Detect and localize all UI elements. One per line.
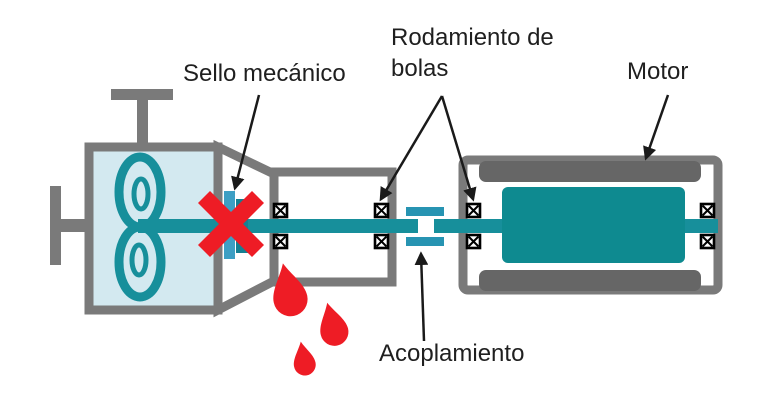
coupling xyxy=(406,207,444,246)
ball-bearing-icon xyxy=(699,233,716,250)
stator-bottom xyxy=(479,270,701,291)
rotor xyxy=(502,187,685,263)
leak-drop-icon xyxy=(313,299,352,349)
seal-arrow xyxy=(231,94,261,191)
motor-label: Motor xyxy=(627,58,689,85)
annotation-arrows xyxy=(231,94,670,342)
discharge-pipe xyxy=(111,89,173,148)
bearing-arrow-left xyxy=(379,95,444,202)
seal-label: Sello mecánico xyxy=(183,60,346,87)
ball-bearing-icon xyxy=(465,202,482,219)
ball-bearing-icon xyxy=(272,233,289,250)
coupling-label: Acoplamiento xyxy=(379,340,525,367)
coupling-arrow xyxy=(414,251,429,342)
ball-bearing-icon xyxy=(465,233,482,250)
motor-arrow xyxy=(643,94,670,161)
bearing-label: Rodamiento de bolas xyxy=(391,24,554,83)
stator-top xyxy=(479,161,701,182)
ball-bearing-icon xyxy=(373,233,390,250)
ball-bearing-icon xyxy=(699,202,716,219)
ball-bearing-icon xyxy=(373,202,390,219)
bearing-arrow-right xyxy=(440,95,477,202)
ball-bearing-icon xyxy=(272,202,289,219)
shaft-pump-side xyxy=(138,219,418,233)
leak-drop-icon xyxy=(289,339,318,378)
suction-pipe xyxy=(50,186,89,265)
seal-failure-x-icon xyxy=(197,190,265,258)
